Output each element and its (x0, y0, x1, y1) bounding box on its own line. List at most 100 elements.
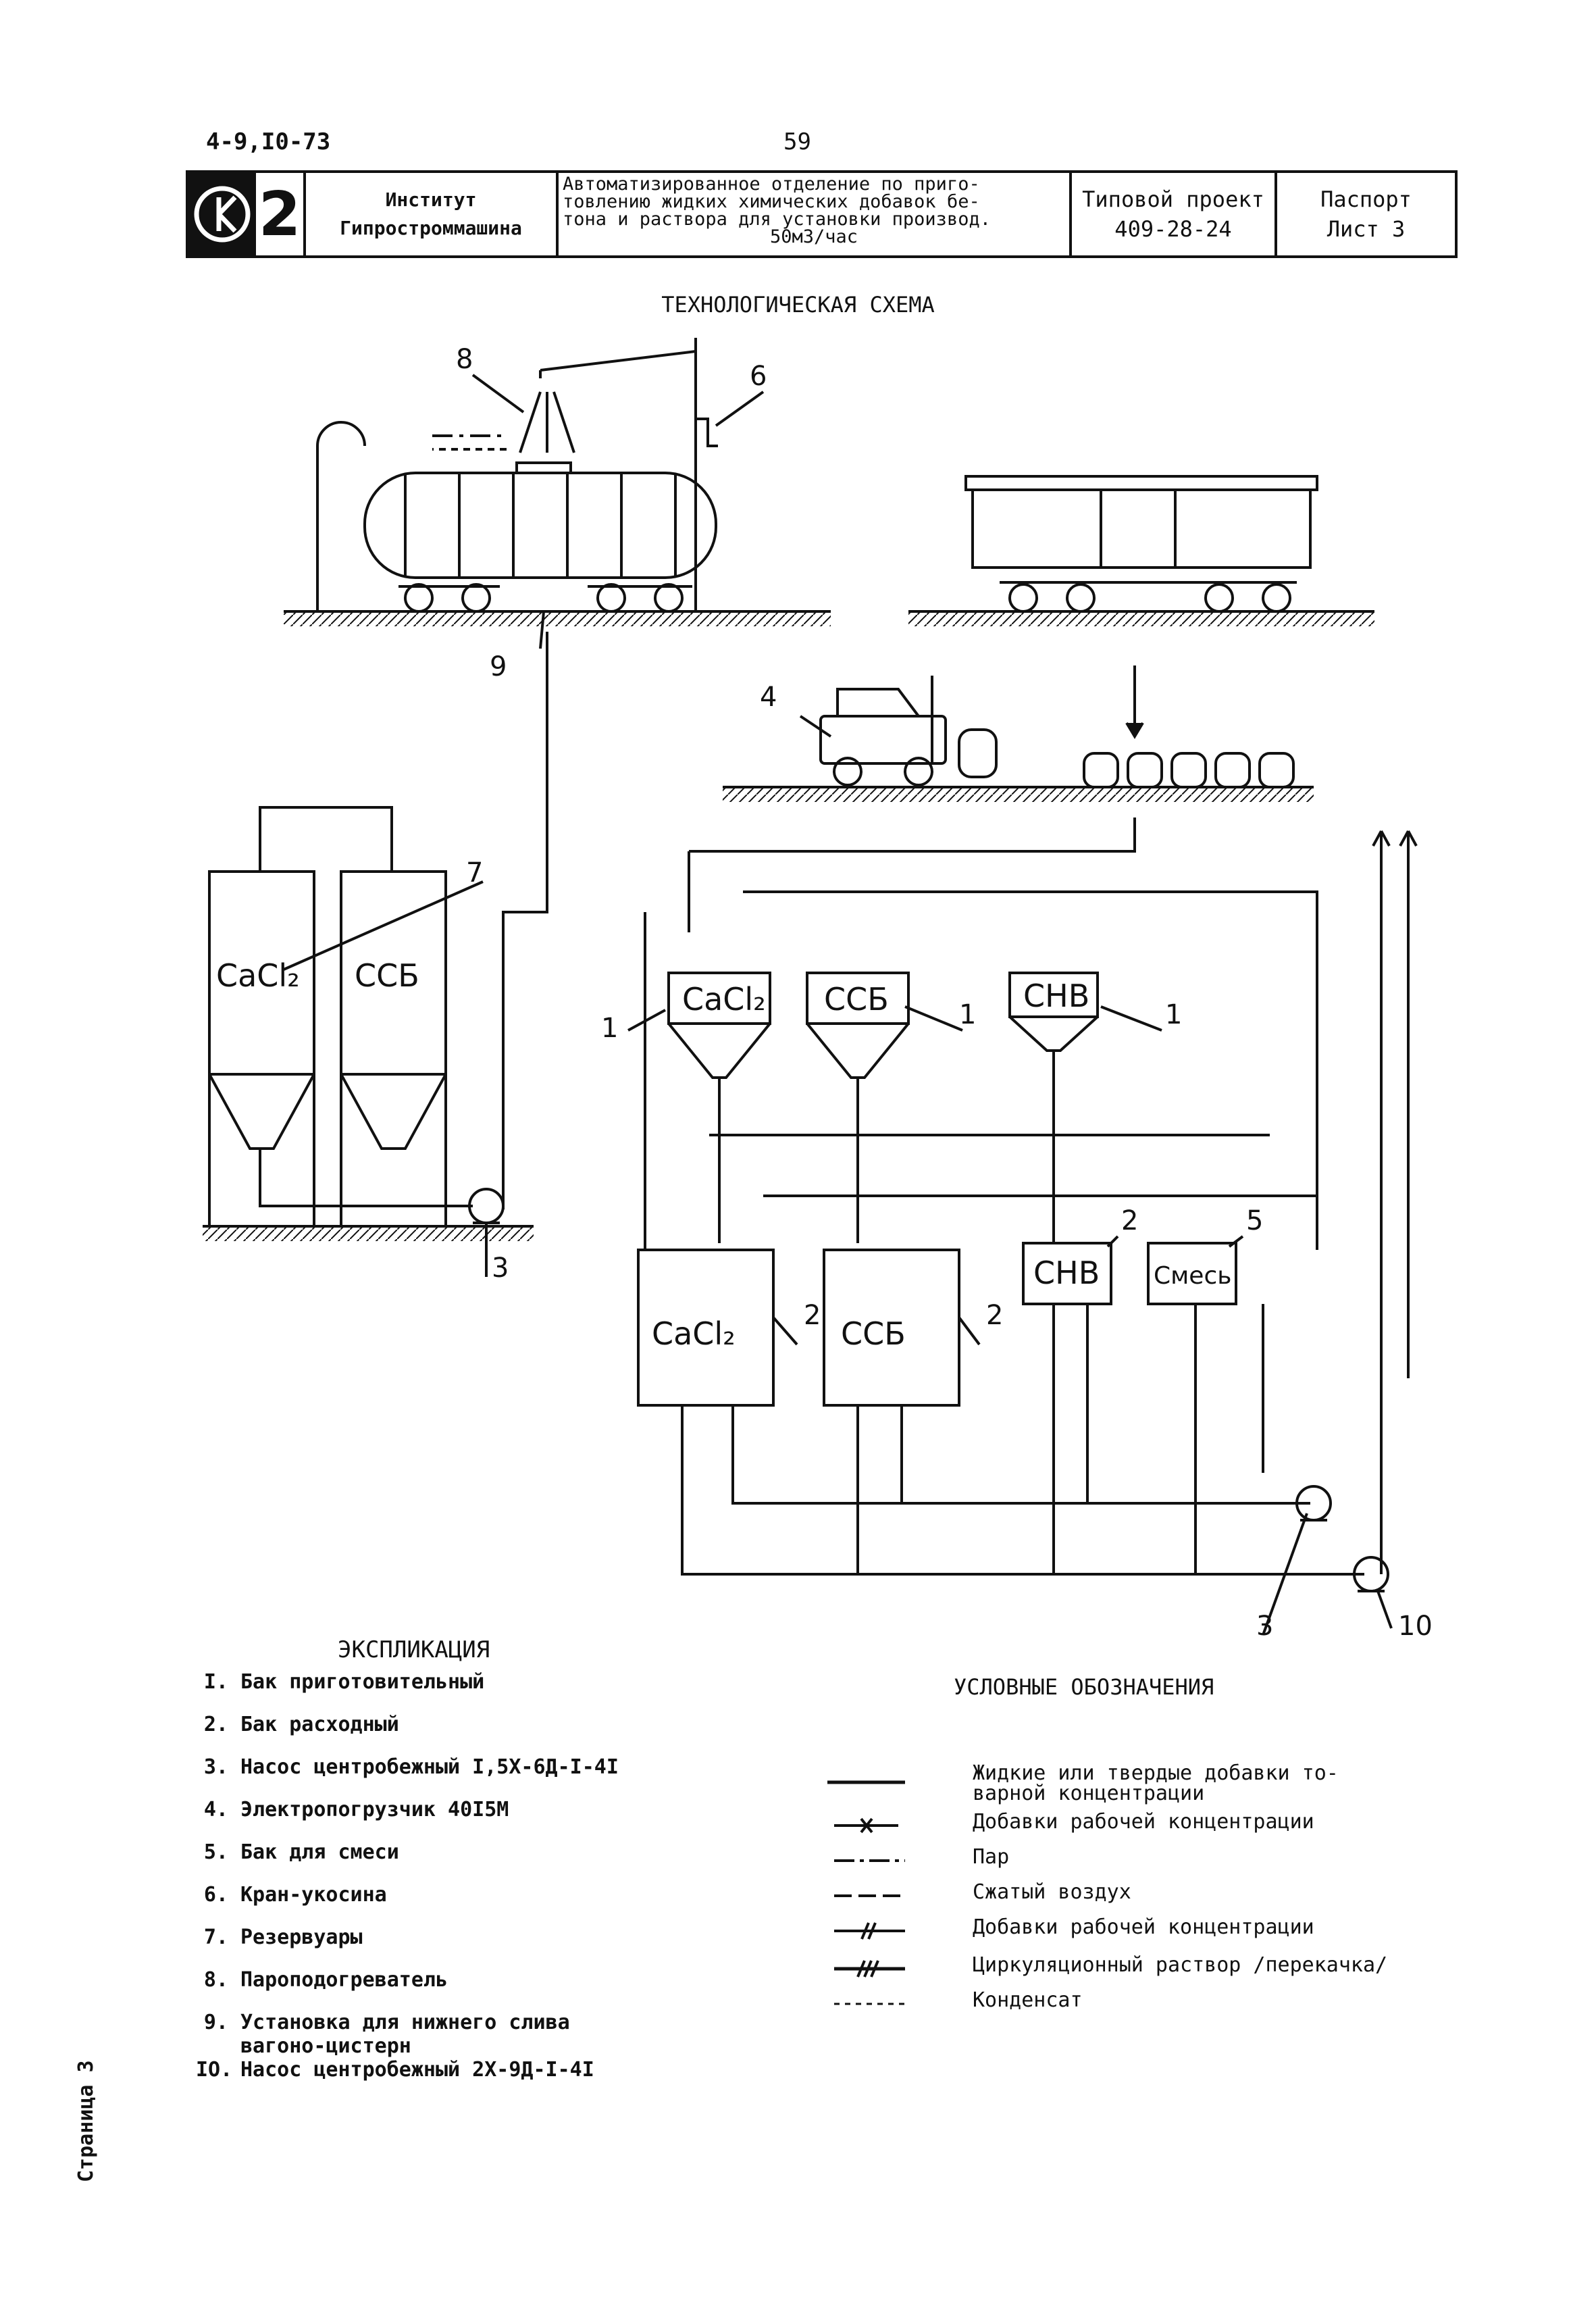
title-line: 50м3/час (769, 226, 858, 247)
mix-tank-label: Смесь (1154, 1262, 1231, 1290)
discharge-risers (1372, 830, 1418, 1574)
callout-1c: 1 (1165, 999, 1182, 1030)
sheet-label: Паспорт (1320, 186, 1412, 212)
list-item: 8.Пароподогреватель (203, 1968, 448, 1992)
project-label: Типовой проект (1082, 186, 1264, 212)
collector-lines (681, 1304, 1364, 1576)
silo-drain-line (259, 1149, 473, 1207)
legend-item: Добавки рабочей концентрации (824, 1812, 1387, 1847)
title-line: тона и раствора для установки производ. (563, 209, 991, 230)
document-code: 4-9,I0-73 (206, 128, 331, 155)
sheet-cell: Паспорт Лист 3 (1277, 173, 1455, 255)
legend-title: УСЛОВНЫЕ ОБОЗНАЧЕНИЯ (954, 1674, 1214, 1700)
solid-line-icon (827, 1780, 905, 1784)
box-wagon (964, 475, 1318, 613)
institute-logo (188, 173, 256, 255)
callout-2a: 2 (804, 1300, 821, 1331)
callout-3a: 3 (492, 1253, 509, 1284)
ground-right (908, 610, 1374, 626)
barrels (1083, 752, 1295, 788)
callout-8: 8 (456, 344, 473, 375)
callout-6: 6 (750, 361, 767, 392)
supply-tank-cacl2 (637, 1249, 775, 1407)
ground-middle (723, 786, 1314, 802)
scheme-title: ТЕХНОЛОГИЧЕСКАЯ СХЕМА (661, 292, 935, 318)
page-side-label: Страница 3 (74, 2060, 98, 2182)
legend-item: Жидкие или твердые добавки то-варной кон… (824, 1763, 1387, 1812)
transfer-lines (709, 1134, 1317, 1197)
title-line: товлению жидких химических добавок бе- (563, 191, 980, 212)
list-item: 4.Электропогрузчик 40I5М (203, 1798, 509, 1821)
institute-cell: Институт Гипростроммашина (306, 173, 559, 255)
ground-silos (203, 1225, 534, 1241)
callout-5: 5 (1246, 1205, 1263, 1236)
silo-feed-line (259, 632, 548, 1209)
list-item: 7.Резервуары (203, 1926, 363, 1949)
prep-snv-label: СНВ (1023, 978, 1089, 1014)
steam-hose (316, 421, 366, 611)
callout-9: 9 (490, 651, 507, 682)
institute-label: Институт (385, 188, 477, 211)
title-line: Автоматизированное отделение по приго- (563, 174, 980, 195)
silo-cacl2-label: CaCl₂ (216, 957, 300, 994)
legend-item: Конденсат (824, 1990, 1387, 2026)
logo-icon (194, 186, 251, 243)
list-item: 2.Бак расходный (203, 1713, 399, 1736)
circulation-header (688, 851, 1318, 1250)
supply-cacl2-label: CaCl₂ (652, 1315, 736, 1352)
institute-name: Гипростроммашина (340, 217, 522, 239)
silo-ssb-label: ССБ (355, 957, 419, 994)
cross-line-icon (834, 1817, 898, 1834)
supply-tank-snv (1022, 1242, 1112, 1305)
project-title: Автоматизированное отделение по приго- т… (559, 173, 1072, 255)
raw-feed-line (689, 818, 1136, 853)
list-item: I.Бак приготовительный (203, 1670, 485, 1694)
pump-10 (1353, 1556, 1389, 1592)
silo-cacl2 (208, 870, 315, 1226)
electric-forklift (819, 676, 998, 786)
list-item: 3.Насос центробежный I,5Х-6Д-I-4I (203, 1755, 619, 1779)
legend-item: Циркуляционный раствор /перекачка/ (824, 1955, 1387, 1990)
dotted-line-icon (834, 2003, 905, 2005)
prep-cacl2-label: CaCl₂ (682, 981, 766, 1017)
double-slash-line-icon (834, 1922, 905, 1940)
mix-tank (1147, 1242, 1237, 1305)
dash-dot-line-icon (834, 1859, 905, 1862)
callout-1a: 1 (601, 1013, 618, 1044)
title-block: 2 Институт Гипростроммашина Автоматизиро… (186, 170, 1458, 258)
callout-4: 4 (760, 682, 777, 713)
page-number: 59 (783, 128, 811, 155)
supply-snv-label: СНВ (1033, 1255, 1100, 1291)
explication-list: I.Бак приготовительный 2.Бак расходный 3… (196, 1670, 619, 2101)
sheet-number: Лист 3 (1327, 216, 1406, 242)
legend-item: Пар (824, 1847, 1387, 1882)
list-item: 5.Бак для смеси (203, 1840, 399, 1864)
supply-tank-ssb (823, 1249, 960, 1407)
supply-ssb-label: ССБ (841, 1315, 906, 1352)
pump-3-left (468, 1188, 505, 1224)
project-cell: Типовой проект 409-28-24 (1072, 173, 1277, 255)
legend-item: Добавки рабочей концентрации (824, 1917, 1387, 1955)
callout-3b: 3 (1256, 1611, 1273, 1642)
list-item: IO.Насос центробежный 2Х-9Д-I-4I (196, 2058, 594, 2082)
explication-title: ЭКСПЛИКАЦИЯ (338, 1636, 490, 1663)
dashed-line-icon (834, 1894, 905, 1897)
silo-ssb (340, 870, 447, 1226)
prep-outlet-lines (718, 1051, 1055, 1243)
legend-item: Сжатый воздух (824, 1882, 1387, 1917)
list-item: 6.Кран-укосина (203, 1883, 387, 1907)
logo-number: 2 (256, 173, 306, 255)
callout-7: 7 (466, 857, 483, 888)
callout-10: 10 (1398, 1611, 1433, 1642)
triple-slash-line-icon (834, 1960, 905, 1978)
callout-2b: 2 (986, 1300, 1003, 1331)
legend: Жидкие или твердые добавки то-варной кон… (824, 1763, 1387, 2026)
project-number: 409-28-24 (1114, 216, 1232, 242)
steam-heater (519, 391, 575, 453)
crane-jib (539, 338, 718, 611)
callout-2c: 2 (1121, 1205, 1138, 1236)
prep-ssb-label: ССБ (824, 981, 889, 1017)
tank-car (363, 461, 717, 613)
